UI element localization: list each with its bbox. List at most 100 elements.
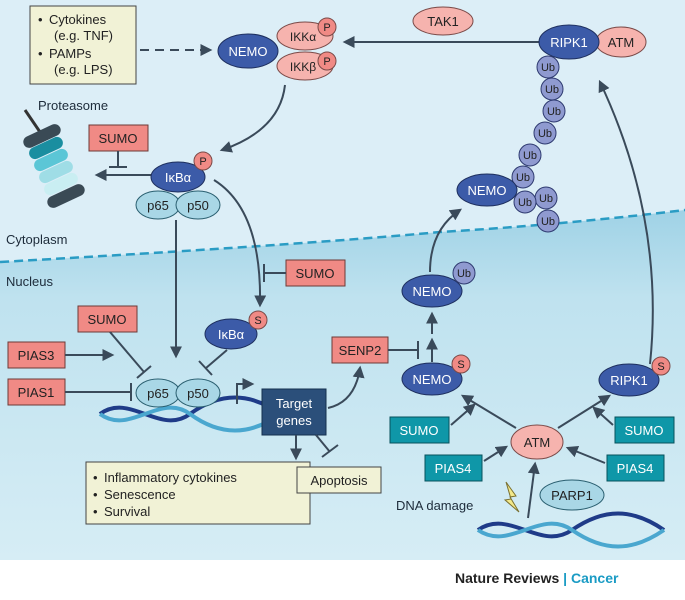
nuc-ikba-s: S (254, 315, 261, 327)
nemo-s-label: NEMO (413, 372, 452, 387)
nemo-ub-label: NEMO (413, 284, 452, 299)
pias3-box: PIAS3 (7, 341, 66, 369)
dna-damage-label: DNA damage (396, 498, 473, 513)
outcomes-box: • Inflammatory cytokines • Senescence • … (85, 461, 311, 525)
nemo-ub-mark: Ub (457, 268, 471, 280)
pias4-left-box: PIAS4 (424, 454, 483, 482)
inhibit-genes-apoptosis-bar (321, 444, 339, 458)
parp1-label: PARP1 (551, 488, 593, 503)
apoptosis-label: Apoptosis (310, 473, 368, 488)
target-genes-line1: Target (276, 396, 313, 411)
ikka-label: IKKα (290, 30, 316, 44)
top-ripk1-label: RIPK1 (550, 35, 588, 50)
sumo-ikba-box: SUMO (285, 259, 346, 287)
ikka-phospho: P (323, 22, 330, 34)
nemo-ub-top: NEMO (456, 173, 518, 207)
arrow-nemo-ub-to-cytoplasm (429, 208, 462, 273)
ikba-p65-p50-cytoplasm: p65 p50 IκBα P (135, 151, 221, 220)
outcome-1: Inflammatory cytokines (104, 470, 237, 485)
arrow-pias4-right-to-atm (565, 446, 606, 464)
publisher-credit: Nature Reviews | Cancer (455, 570, 680, 590)
sumo-teal-left-box: SUMO (389, 416, 450, 444)
cyto-ikba-label: IκBα (165, 170, 192, 185)
ub-chain-8: Ub (545, 84, 559, 96)
dna-p65-label: p65 (147, 386, 169, 401)
outcome-2: Senescence (104, 487, 176, 502)
target-genes-line2: genes (276, 413, 312, 428)
inhibit-genes-apoptosis-line (315, 434, 331, 453)
target-genes-box: Target genes (261, 388, 327, 436)
sumo-ikba-label: SUMO (296, 266, 335, 281)
ikba-sumoylated: IκBα S (204, 310, 268, 350)
cyto-ikba-phospho: P (199, 156, 206, 168)
arrow-ikk-to-ikba (219, 84, 286, 153)
arrow-ikba-to-nucleus (213, 179, 267, 308)
arrow-atm-to-nemo (460, 394, 517, 429)
tak1-node: TAK1 (412, 6, 474, 36)
outcome-bullet-3: • (93, 504, 98, 519)
arrow-atm-to-ripk1 (557, 394, 612, 429)
outcome-bullet-1: • (93, 470, 98, 485)
proteasome-label: Proteasome (38, 98, 108, 113)
credit-section: Cancer (570, 570, 619, 586)
atm-label: ATM (524, 435, 550, 450)
nfkb-dimer-on-dna: p65 p50 (135, 378, 221, 408)
arrow-pias4-left-to-atm (483, 445, 509, 462)
arrow-genes-to-senp2 (327, 365, 365, 409)
dna-p50-label: p50 (187, 386, 209, 401)
stimuli-box: • Cytokines (e.g. TNF) • PAMPs (e.g. LPS… (29, 5, 137, 85)
sumo-cytoplasm-box: SUMO (88, 124, 149, 152)
ub-chain-9: Ub (541, 62, 555, 74)
proteasome-icon (23, 109, 85, 208)
parp1-node: PARP1 (539, 479, 605, 511)
senp2-label: SENP2 (339, 343, 382, 358)
nemo-sumoylated: NEMO S (401, 354, 471, 396)
top-atm-label: ATM (608, 35, 634, 50)
transcription-start-arrow (236, 378, 255, 404)
arrow-sumo-to-ripk1 (592, 406, 614, 426)
stimuli-bullet-2: • (38, 46, 43, 61)
sumo-left-label: SUMO (88, 312, 127, 327)
nemo-ubiquitinated: NEMO Ub (401, 261, 476, 308)
credit-separator: | (563, 570, 568, 586)
inhibit-sumo-p65-bar (136, 365, 152, 379)
sumo-left-box: SUMO (77, 305, 138, 333)
ub-chain-6: Ub (538, 128, 552, 140)
arrow-dna-to-atm (527, 461, 540, 519)
inhibit-sumo-p65-line (109, 331, 145, 373)
tak1-label: TAK1 (427, 14, 459, 29)
dna-right-icon (476, 511, 666, 549)
pias4-left-label: PIAS4 (435, 461, 472, 476)
ub-chain-3: Ub (518, 197, 532, 209)
nemo-ub-top-label: NEMO (468, 183, 507, 198)
outcome-3: Survival (104, 504, 150, 519)
senp2-box: SENP2 (331, 336, 389, 364)
ripk1-sumoylated: RIPK1 S (598, 356, 671, 397)
stimuli-pamps-example: (e.g. LPS) (54, 62, 113, 77)
sumo-teal-right-box: SUMO (614, 416, 675, 444)
stimuli-bullet-1: • (38, 12, 43, 27)
ikkb-label: IKKβ (290, 60, 316, 74)
sumo-cytoplasm-label: SUMO (99, 131, 138, 146)
credit-journal: Nature Reviews (455, 570, 560, 586)
ub-chain-7: Ub (547, 106, 561, 118)
cytoplasm-label: Cytoplasm (6, 232, 67, 247)
nuc-ikba-label: IκBα (218, 327, 245, 342)
cyto-p65-label: p65 (147, 198, 169, 213)
ub-chain-4: Ub (516, 172, 530, 184)
inhibit-ikba-p50-bar (198, 360, 213, 376)
ub-chain-2: Ub (541, 216, 555, 228)
stimuli-cytokines: Cytokines (49, 12, 107, 27)
ub-chain-5: Ub (523, 150, 537, 162)
pias1-box: PIAS1 (7, 378, 66, 406)
ripk1-s-mark: S (657, 361, 664, 373)
cyto-p50-label: p50 (187, 198, 209, 213)
pias1-label: PIAS1 (18, 385, 55, 400)
apoptosis-box: Apoptosis (296, 466, 382, 494)
outcome-bullet-2: • (93, 487, 98, 502)
nucleus-label: Nucleus (6, 274, 53, 289)
ikk-nemo-label: NEMO (229, 44, 268, 59)
arrow-sumo-to-nemo (450, 403, 476, 426)
ub-chain: Ub Ub Ub Ub Ub Ub Ub Ub Ub (511, 55, 566, 233)
